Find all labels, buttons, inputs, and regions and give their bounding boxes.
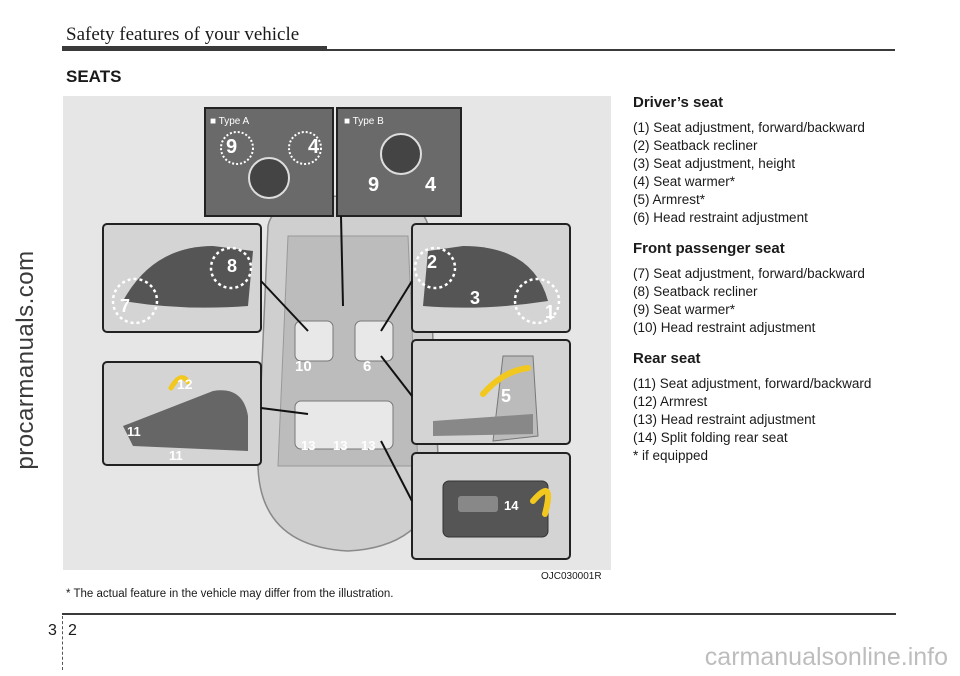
type-a-knob bbox=[248, 157, 290, 199]
watermark-left: procarmanuals.com bbox=[6, 250, 46, 469]
callout-10: 10 bbox=[295, 358, 312, 375]
list-item: (8) Seatback recliner bbox=[633, 284, 758, 299]
callout-11a: 11 bbox=[127, 424, 141, 439]
header-rule-thin bbox=[327, 49, 895, 51]
leader-line bbox=[380, 440, 413, 502]
page-number: 2 bbox=[68, 622, 77, 639]
leader-line bbox=[260, 280, 309, 332]
rear-armrest-arrow bbox=[168, 375, 191, 391]
list-item: (11) Seat adjustment, forward/backward bbox=[633, 376, 872, 391]
callout-1: 1 bbox=[545, 302, 556, 322]
seat-diagram bbox=[102, 107, 571, 560]
list-item: (14) Split folding rear seat bbox=[633, 430, 788, 445]
seat-feature-list: Driver’s seat (1) Seat adjustment, forwa… bbox=[633, 94, 933, 465]
driver-seat-shape bbox=[423, 246, 548, 308]
list-item: (2) Seatback recliner bbox=[633, 138, 758, 153]
list-item: * if equipped bbox=[633, 448, 709, 463]
callout-11b: 11 bbox=[169, 448, 183, 463]
callout-4a: 4 bbox=[308, 136, 320, 158]
fold-arrow bbox=[530, 488, 551, 517]
watermark-bottom: carmanualsonline.info bbox=[704, 643, 948, 671]
armrest-arrow bbox=[480, 365, 531, 397]
list-item: (4) Seat warmer* bbox=[633, 174, 736, 189]
section-title: SEATS bbox=[66, 67, 122, 86]
list-item: (3) Seat adjustment, height bbox=[633, 156, 796, 171]
list-item: (7) Seat adjustment, forward/backward bbox=[633, 266, 865, 281]
callout-3: 3 bbox=[470, 288, 481, 308]
leader-line bbox=[380, 355, 413, 397]
type-b-knob bbox=[380, 133, 422, 175]
illustration-code: OJC030001R bbox=[541, 571, 602, 582]
type-a-label: ■ Type A bbox=[210, 116, 250, 127]
leader-line bbox=[380, 280, 413, 332]
callout-ring-8 bbox=[209, 246, 253, 290]
list-item: (10) Head restraint adjustment bbox=[633, 320, 816, 335]
page-number-divider bbox=[62, 616, 63, 670]
callout-13b: 13 bbox=[333, 438, 348, 453]
split-folding-lever bbox=[458, 496, 498, 512]
list-item: (13) Head restraint adjustment bbox=[633, 412, 816, 427]
list-item: (5) Armrest* bbox=[633, 192, 706, 207]
watermark-left-text: procarmanuals.com bbox=[12, 250, 39, 470]
drivers-seat-heading: Driver’s seat bbox=[633, 94, 724, 111]
footer-rule bbox=[62, 613, 896, 615]
leader-line bbox=[340, 215, 344, 307]
footnote: * The actual feature in the vehicle may … bbox=[66, 588, 394, 600]
front-passenger-seat-heading: Front passenger seat bbox=[633, 240, 785, 257]
front-driver-seat bbox=[354, 320, 394, 362]
callout-ring-1 bbox=[513, 277, 561, 325]
callout-ring-7 bbox=[111, 277, 159, 325]
front-passenger-seat bbox=[294, 320, 334, 362]
callout-6: 6 bbox=[363, 358, 372, 375]
callout-5: 5 bbox=[501, 386, 512, 406]
type-a-ring-right bbox=[288, 131, 322, 165]
rear-seat-bench bbox=[294, 400, 394, 450]
callout-8: 8 bbox=[227, 256, 238, 276]
list-item: (9) Seat warmer* bbox=[633, 302, 736, 317]
type-b-label: ■ Type B bbox=[344, 116, 384, 127]
list-item: (12) Armrest bbox=[633, 394, 708, 409]
callout-4b: 4 bbox=[425, 174, 437, 196]
chapter-number: 3 bbox=[48, 622, 57, 639]
header-rule bbox=[62, 46, 327, 51]
callout-2: 2 bbox=[427, 252, 438, 272]
callout-9a: 9 bbox=[226, 136, 238, 158]
seat-illustration: ■ Type A ■ Type B 9 4 9 4 8 7 2 3 1 10 6… bbox=[63, 96, 611, 570]
callout-9b: 9 bbox=[368, 174, 380, 196]
list-item: (1) Seat adjustment, forward/backward bbox=[633, 120, 865, 135]
callout-14: 14 bbox=[504, 498, 519, 513]
rear-seat-shape bbox=[123, 390, 248, 451]
callout-13a: 13 bbox=[301, 438, 316, 453]
callout-ring-2 bbox=[413, 246, 457, 290]
type-a-ring-left bbox=[220, 131, 254, 165]
rear-seat-heading: Rear seat bbox=[633, 350, 701, 367]
callout-7: 7 bbox=[120, 296, 131, 316]
list-item: (6) Head restraint adjustment bbox=[633, 210, 808, 225]
leader-line bbox=[260, 407, 309, 415]
page-header-title: Safety features of your vehicle bbox=[66, 24, 300, 45]
armrest-shape bbox=[433, 414, 533, 436]
callout-12: 12 bbox=[177, 376, 193, 392]
callout-13c: 13 bbox=[361, 438, 376, 453]
